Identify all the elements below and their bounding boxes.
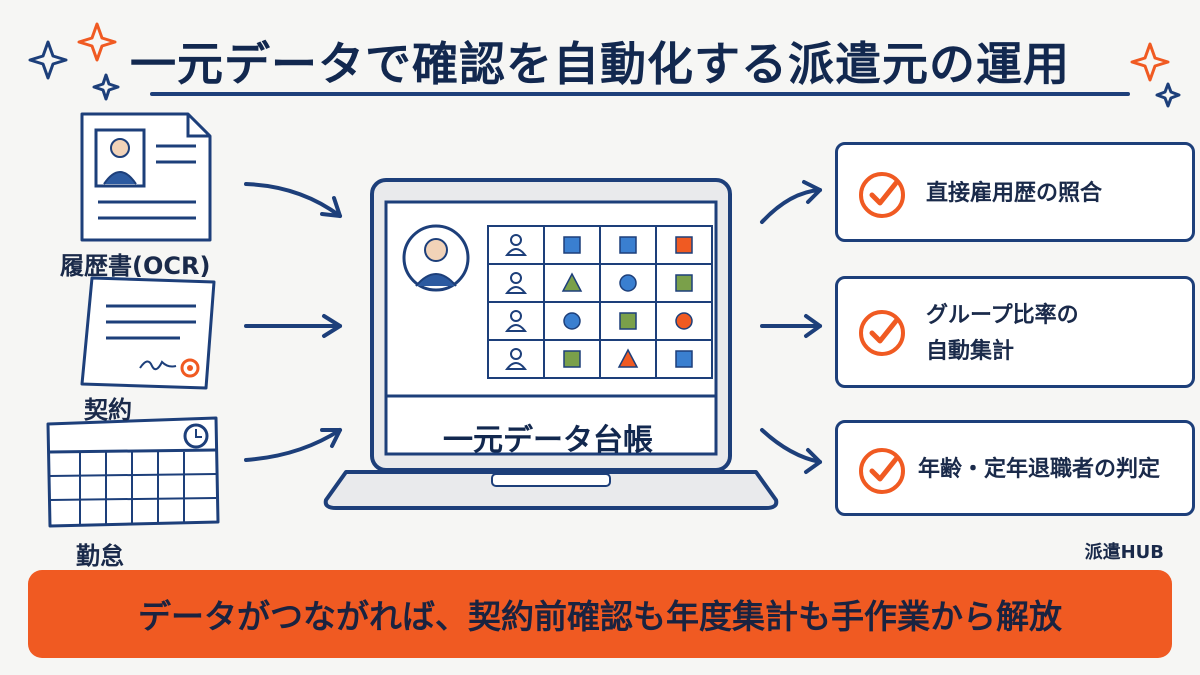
person-icon <box>504 348 528 370</box>
ledger-cell <box>655 301 713 341</box>
square-marker <box>563 236 581 254</box>
square-marker <box>563 350 581 368</box>
output-label-group-ratio-line2: 自動集計 <box>926 339 1015 364</box>
ledger-label: 一元データ台帳 <box>443 423 653 458</box>
calendar-icon <box>46 416 220 528</box>
check-icon <box>859 310 905 356</box>
circle-marker <box>619 274 637 292</box>
circle-marker <box>675 312 693 330</box>
message-banner: データがつながれば、契約前確認も年度集計も手作業から解放 <box>28 570 1172 658</box>
page-title: 一元データで確認を自動化する派遣元の運用 <box>130 37 1070 91</box>
title-underline <box>150 92 1130 96</box>
arrow-attendance-to-ledger <box>244 428 342 462</box>
arrow-ledger-to-age-check <box>760 428 822 464</box>
person-icon <box>504 272 528 294</box>
source-label-contract: 契約 <box>84 396 132 424</box>
circle-marker <box>563 312 581 330</box>
arrow-ledger-to-employment-check <box>760 188 822 224</box>
brand-label: 派遣HUB <box>1084 542 1164 563</box>
ledger-cell <box>655 339 713 379</box>
square-marker <box>675 274 693 292</box>
person-icon <box>504 310 528 332</box>
arrow-resume-to-ledger <box>244 182 342 218</box>
banner-text: データがつながれば、契約前確認も年度集計も手作業から解放 <box>138 597 1062 636</box>
output-label-employment-check: 直接雇用歴の照合 <box>926 181 1103 206</box>
signature-icon <box>139 360 177 371</box>
check-icon <box>859 448 905 494</box>
ledger-grid <box>487 225 713 379</box>
laptop-icon <box>323 178 779 510</box>
seal-icon <box>180 358 200 378</box>
triangle-marker <box>617 348 639 368</box>
triangle-marker <box>561 272 583 292</box>
check-icon <box>859 172 905 218</box>
person-icon <box>504 234 528 256</box>
square-marker <box>619 236 637 254</box>
output-label-age-check: 年齢・定年退職者の判定 <box>918 457 1161 482</box>
source-label-attendance: 勤怠 <box>76 542 124 570</box>
source-label-resume: 履歴書(OCR) <box>60 252 211 280</box>
resume-icon <box>80 112 212 242</box>
output-box-age-check: 年齢・定年退職者の判定 <box>835 420 1195 516</box>
output-box-group-ratio: グループ比率の 自動集計 <box>835 276 1195 388</box>
square-marker <box>675 236 693 254</box>
square-marker <box>619 312 637 330</box>
output-label-group-ratio-line1: グループ比率の <box>926 303 1079 328</box>
square-marker <box>675 350 693 368</box>
output-box-employment-check: 直接雇用歴の照合 <box>835 142 1195 242</box>
contract-icon <box>80 276 216 390</box>
